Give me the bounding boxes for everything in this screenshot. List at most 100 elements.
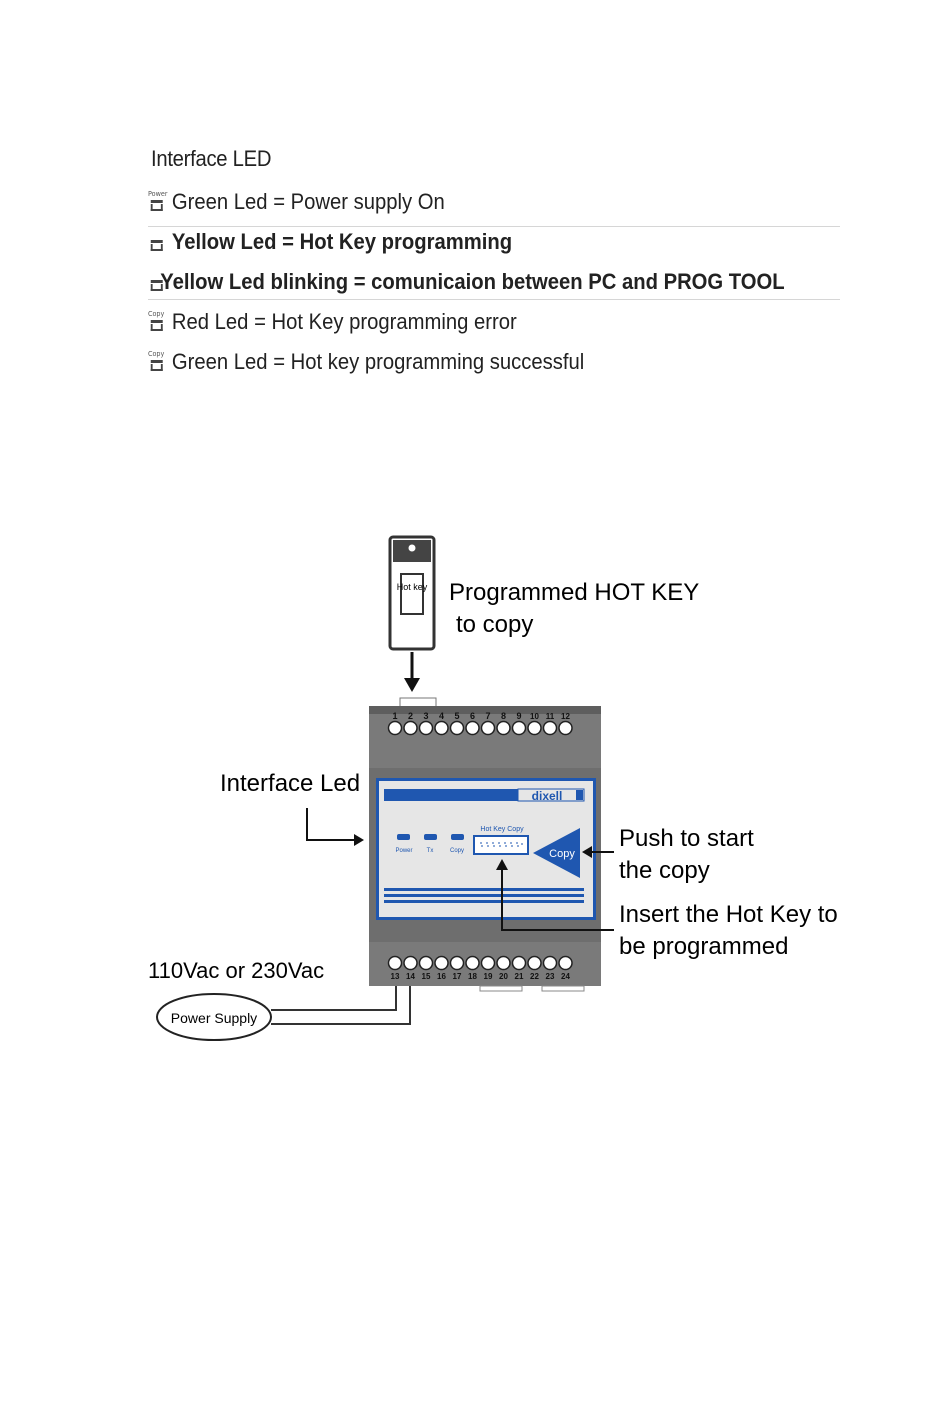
led-icon bbox=[148, 231, 166, 253]
programmed-label-line1: Programmed HOT KEY bbox=[449, 579, 699, 606]
hot-key-slot[interactable] bbox=[473, 835, 529, 855]
bottom-terminal-label: 17 bbox=[453, 972, 462, 981]
bottom-terminal-screw bbox=[418, 955, 434, 971]
legend-title: Interface LED bbox=[151, 146, 272, 171]
legend-row-red: Copy Red Led = Hot Key programming error bbox=[148, 302, 785, 342]
led-tx-label: Tx bbox=[427, 848, 434, 854]
bottom-terminal-screw bbox=[542, 955, 558, 971]
divider bbox=[148, 299, 840, 300]
bottom-terminal-label: 16 bbox=[437, 972, 446, 981]
voltage-label: 110Vac or 230Vac bbox=[148, 958, 324, 983]
top-terminal-screw bbox=[403, 720, 418, 736]
legend-row-power: Power Green Led = Power supply On bbox=[148, 182, 785, 222]
arrow-right-icon bbox=[306, 808, 356, 841]
top-terminal-label: 8 bbox=[501, 711, 506, 721]
top-terminal-label: 3 bbox=[423, 711, 428, 721]
bottom-terminal-label: 20 bbox=[499, 972, 508, 981]
controller-device: dixell Power Tx Copy Hot Key Copy Copy 1… bbox=[369, 697, 601, 992]
legend-row-text: Yellow Led = Hot Key programming bbox=[171, 229, 513, 254]
copy-led bbox=[451, 834, 464, 840]
bottom-terminal-screw bbox=[527, 955, 542, 971]
led-icon: Power bbox=[148, 190, 168, 213]
hot-key-device: Hot key bbox=[388, 535, 436, 651]
power-supply bbox=[156, 993, 272, 1041]
top-terminal-label: 7 bbox=[485, 711, 490, 721]
bottom-terminal-label: 23 bbox=[546, 972, 555, 981]
led-icon: Copy bbox=[148, 310, 166, 333]
bottom-terminal-screw bbox=[511, 955, 527, 971]
top-terminal-screw bbox=[527, 720, 542, 736]
push-label-line1: Push to start bbox=[619, 825, 754, 852]
bottom-terminal-screw bbox=[434, 955, 449, 971]
top-terminal-screw bbox=[511, 720, 527, 736]
top-terminal-screw bbox=[558, 720, 573, 736]
led-icon-caption: Power bbox=[148, 190, 168, 198]
push-label-line2: the copy bbox=[619, 857, 710, 884]
bottom-terminal-screw bbox=[496, 955, 511, 971]
top-terminal-screw bbox=[542, 720, 558, 736]
legend-row-yellow-blinking: Yellow Led blinking = comunicaion betwee… bbox=[148, 262, 785, 302]
led-icon bbox=[148, 271, 163, 293]
bottom-terminal-label: 19 bbox=[484, 972, 493, 981]
led-icon-caption: Copy bbox=[148, 310, 165, 318]
insert-label-line2: be programmed bbox=[619, 933, 788, 960]
bottom-terminal-screw bbox=[403, 955, 418, 971]
tx-led bbox=[424, 834, 437, 840]
bottom-terminal-label: 13 bbox=[391, 972, 400, 981]
legend-row-text: Red Led = Hot Key programming error bbox=[171, 309, 517, 334]
hot-key-text: Hot key bbox=[397, 582, 428, 592]
power-wire bbox=[271, 986, 397, 1011]
bottom-terminal-screw bbox=[449, 955, 465, 971]
programmed-label-line2: to copy bbox=[456, 611, 533, 638]
bottom-terminal-screw bbox=[465, 955, 480, 971]
top-terminal-label: 5 bbox=[454, 711, 459, 721]
bottom-terminal-label: 18 bbox=[468, 972, 477, 981]
hot-key-copy-label: Hot Key Copy bbox=[480, 826, 524, 833]
bottom-terminal-screw bbox=[480, 955, 496, 971]
bottom-terminal-label: 22 bbox=[530, 972, 539, 981]
top-terminal-screw bbox=[496, 720, 511, 736]
top-terminal-label: 6 bbox=[470, 711, 475, 721]
top-terminal-label: 2 bbox=[408, 711, 413, 721]
top-terminal-screw bbox=[465, 720, 480, 736]
top-terminal-label: 9 bbox=[516, 711, 521, 721]
top-terminal-screw bbox=[418, 720, 434, 736]
legend-row-yellow: Yellow Led = Hot Key programming bbox=[148, 222, 785, 262]
copy-button-label: Copy bbox=[549, 848, 575, 860]
power-wire bbox=[271, 986, 411, 1025]
top-terminal-label: 10 bbox=[530, 712, 539, 721]
bottom-terminal-label: 24 bbox=[561, 972, 570, 981]
legend-row-green-success: Copy Green Led = Hot key programming suc… bbox=[148, 342, 785, 382]
copy-button[interactable] bbox=[533, 828, 580, 878]
top-terminal-screw bbox=[449, 720, 465, 736]
bottom-terminal-label: 14 bbox=[406, 972, 415, 981]
led-icon-caption: Copy bbox=[148, 350, 165, 358]
insert-label-line1: Insert the Hot Key to bbox=[619, 901, 838, 928]
top-terminal-label: 1 bbox=[392, 711, 397, 721]
power-led bbox=[397, 834, 410, 840]
led-power-label: Power bbox=[395, 848, 412, 854]
bottom-terminal-label: 15 bbox=[422, 972, 431, 981]
top-terminal-screw bbox=[480, 720, 496, 736]
brand-logo: dixell bbox=[532, 789, 563, 803]
legend-row-text: Green Led = Hot key programming successf… bbox=[171, 349, 585, 374]
legend-row-text: Yellow Led blinking = comunicaion betwee… bbox=[160, 269, 785, 294]
top-terminal-screw bbox=[434, 720, 449, 736]
power-supply-label: Power Supply bbox=[171, 1010, 257, 1026]
led-copy-label: Copy bbox=[450, 848, 464, 854]
top-terminal-label: 11 bbox=[546, 712, 555, 721]
bottom-terminal-screw bbox=[387, 955, 403, 971]
bottom-terminal-screw bbox=[558, 955, 573, 971]
legend-row-text: Green Led = Power supply On bbox=[171, 189, 445, 214]
top-terminal-screw bbox=[387, 720, 403, 736]
top-terminal-label: 12 bbox=[561, 712, 570, 721]
divider bbox=[148, 226, 840, 227]
led-icon: Copy bbox=[148, 350, 166, 373]
bottom-terminal-row: 13 14 15 16 17 18 19 20 21 22 23 24 bbox=[387, 955, 573, 981]
bottom-terminal-label: 21 bbox=[515, 972, 524, 981]
interface-led-label: Interface Led bbox=[220, 770, 360, 797]
top-terminal-label: 4 bbox=[439, 711, 444, 721]
arrow-up-icon bbox=[501, 868, 614, 931]
